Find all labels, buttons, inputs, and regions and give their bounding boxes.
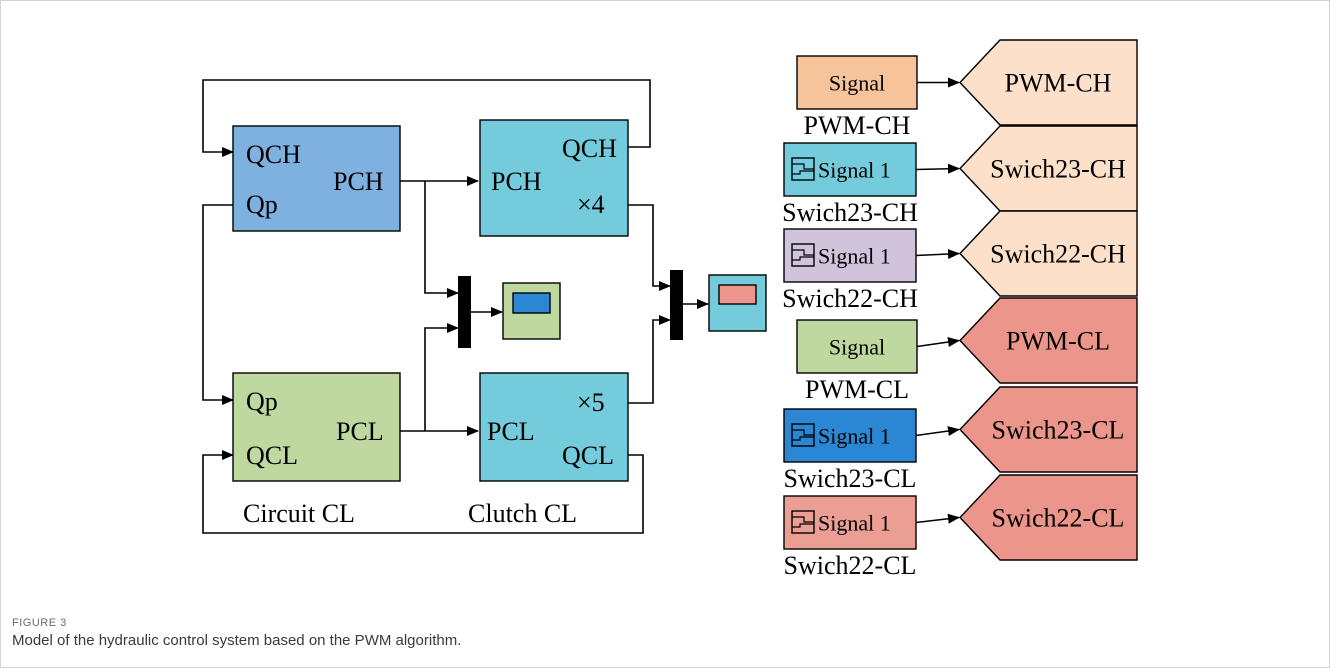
output-tag (959, 386, 1138, 473)
circuit-cl-port-qp: Qp (246, 387, 278, 416)
signal-row-6: Signal 1 Swich22-CL Swich22-CL (783, 474, 1138, 580)
circuit-ch-block: QCH Qp PCH (232, 125, 401, 232)
signal-block-label: Signal 1 (818, 511, 891, 536)
clutch-cl-block: ×5 PCL QCL Clutch CL (468, 372, 629, 528)
clutch-ch-port-pch: PCH (491, 167, 542, 196)
wire-x4-mux2 (628, 204, 671, 291)
wire-pcl-mux (424, 323, 459, 431)
signal-block-label: Signal 1 (818, 244, 891, 269)
signal-caption: Swich23-CH (782, 198, 918, 227)
signal-caption: PWM-CH (804, 111, 911, 140)
signal-wire (915, 513, 960, 524)
circuit-ch-port-qch: QCH (246, 140, 301, 169)
signal-block-label: Signal (829, 71, 885, 96)
signal-caption: PWM-CL (805, 375, 909, 404)
signal-wire (916, 337, 960, 348)
signal-builder-icon (791, 510, 815, 534)
clutch-cl-port-pcl: PCL (487, 417, 535, 446)
figure-label: FIGURE 3 (12, 617, 67, 629)
output-tag (959, 297, 1138, 384)
connection-wires (202, 79, 709, 534)
output-tag-label: PWM-CH (1005, 69, 1112, 98)
mux-bar-1 (458, 276, 471, 348)
output-tag-label: Swich23-CL (992, 416, 1125, 445)
signal-caption: Swich23-CL (784, 464, 917, 493)
scope-2 (708, 274, 767, 332)
output-tag-label: Swich22-CH (990, 240, 1126, 269)
output-tag (959, 210, 1138, 297)
scope-1 (502, 282, 561, 340)
clutch-ch-block: QCH PCH ×4 (479, 119, 629, 237)
output-tag-label: Swich23-CH (990, 155, 1126, 184)
clutch-ch-gain: ×4 (577, 190, 605, 219)
signal-builder-icon (791, 243, 815, 267)
circuit-ch-port-qp: Qp (246, 190, 278, 219)
wire-qp-link (202, 200, 244, 405)
signal-builder-icon (791, 157, 815, 181)
output-tag-label: PWM-CL (1006, 327, 1110, 356)
output-tag (959, 474, 1138, 561)
hydraulic-model-diagram: QCH Qp PCH QCH PCH ×4 Qp QCL PCL Circuit… (202, 39, 1138, 580)
signal-wire (915, 249, 960, 260)
signal-wire (915, 426, 960, 437)
output-tag (959, 125, 1138, 212)
signal-caption: Swich22-CH (782, 284, 918, 313)
output-tag-label: Swich22-CL (992, 504, 1125, 533)
clutch-cl-caption: Clutch CL (468, 499, 577, 528)
signal-builder-icon (791, 423, 815, 447)
signal-block-label: Signal (829, 335, 885, 360)
wire-pch-mux (424, 181, 459, 298)
output-tag (959, 39, 1138, 126)
figure-caption: Model of the hydraulic control system ba… (12, 632, 462, 649)
signal-caption: Swich22-CL (784, 551, 917, 580)
wire-qch-feedback (202, 79, 651, 157)
circuit-ch-port-pch: PCH (333, 167, 384, 196)
mux-bar-2 (670, 270, 683, 340)
clutch-cl-gain: ×5 (577, 388, 605, 417)
circuit-cl-caption: Circuit CL (243, 499, 355, 528)
signal-block-label: Signal 1 (818, 424, 891, 449)
signal-block-label: Signal 1 (818, 158, 891, 183)
circuit-cl-port-pcl: PCL (336, 417, 384, 446)
clutch-cl-port-qcl: QCL (562, 441, 614, 470)
circuit-cl-port-qcl: QCL (246, 441, 298, 470)
signal-row-3: Signal 1 Swich22-CH Swich22-CH (782, 210, 1138, 313)
wire-x5-mux2 (628, 315, 671, 404)
clutch-ch-port-qch: QCH (562, 134, 617, 163)
signal-row-2: Signal 1 Swich23-CH Swich23-CH (782, 125, 1138, 227)
circuit-cl-block: Qp QCL PCL Circuit CL (232, 372, 401, 528)
signal-row-5: Signal 1 Swich23-CL Swich23-CL (783, 386, 1138, 493)
wire-qcl-feedback (202, 450, 644, 534)
signal-wire (915, 163, 960, 174)
